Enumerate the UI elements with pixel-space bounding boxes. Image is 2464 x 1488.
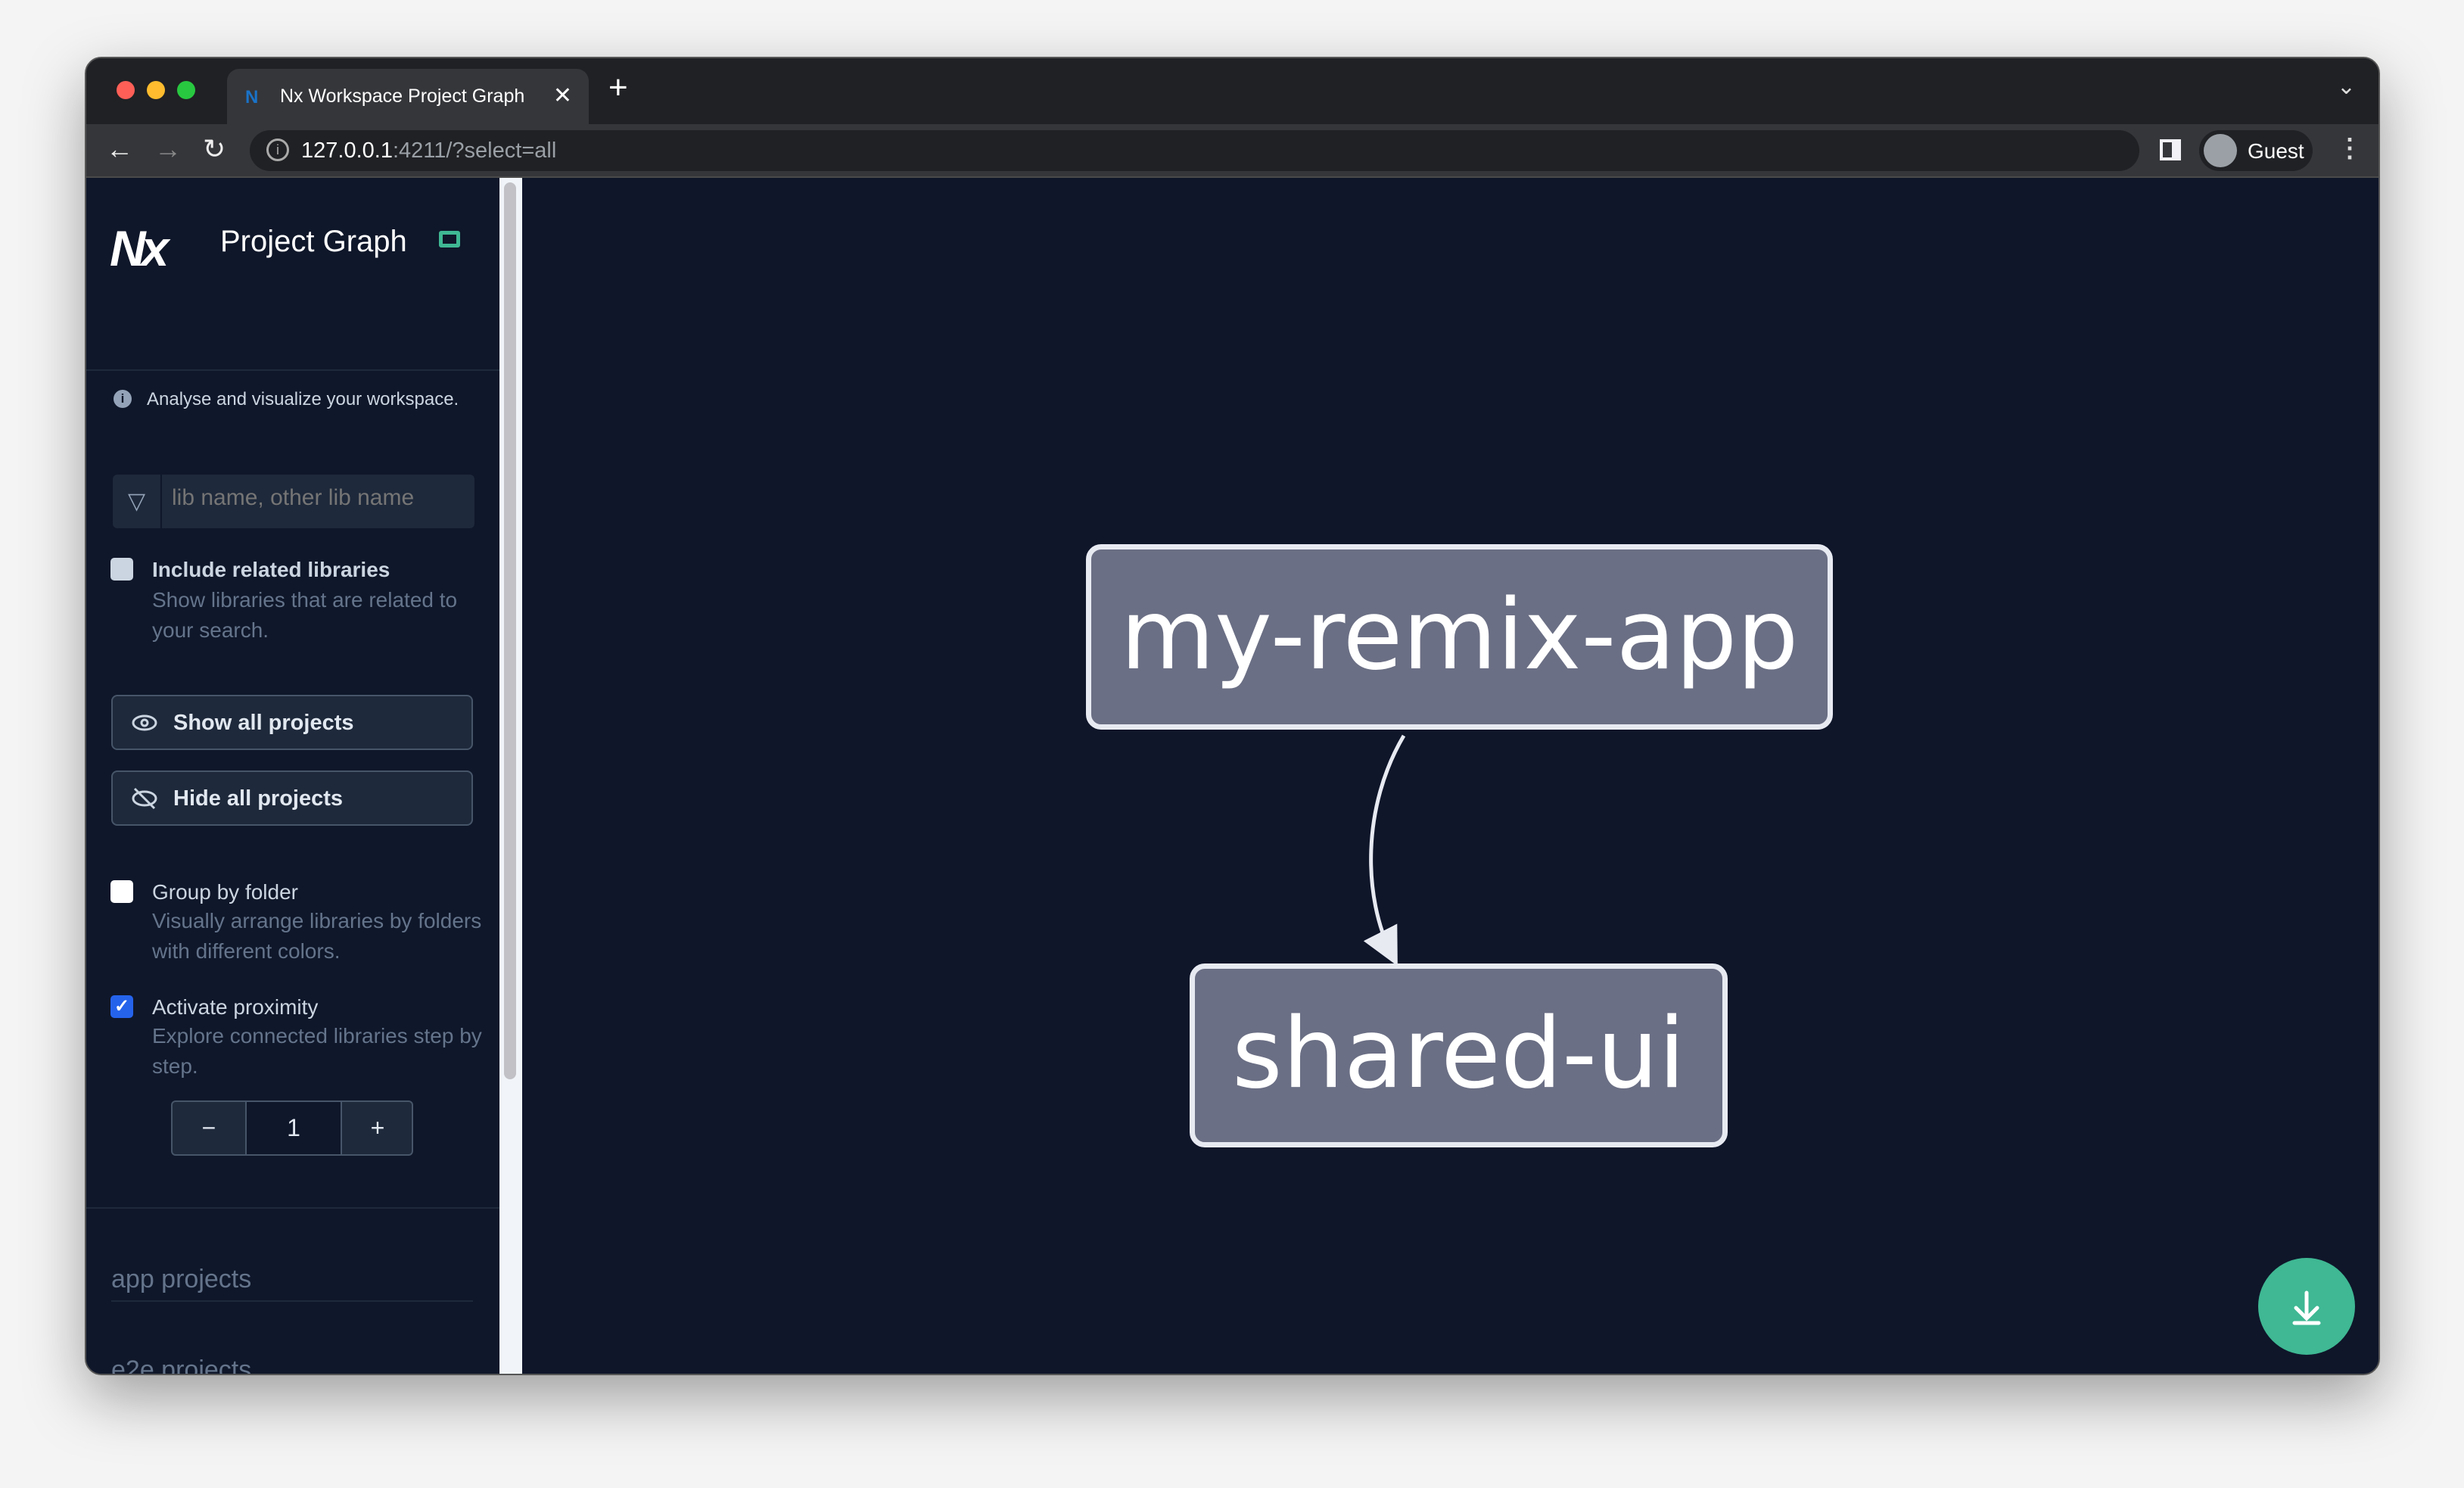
section-app-projects: app projects	[111, 1265, 473, 1302]
group-by-folder-checkbox[interactable]	[110, 880, 133, 903]
section-e2e-projects: e2e projects	[111, 1356, 473, 1374]
show-all-projects-button[interactable]: Show all projects	[111, 695, 473, 750]
eye-icon	[132, 714, 157, 731]
scrollbar-thumb[interactable]	[504, 182, 516, 1079]
close-window-button[interactable]	[117, 81, 135, 99]
eye-off-icon	[132, 787, 157, 810]
forward-icon[interactable]: →	[154, 133, 182, 164]
download-icon	[2292, 1290, 2321, 1325]
address-bar[interactable]: i 127.0.0.1:4211/?select=all	[250, 130, 2139, 171]
nx-favicon-icon: N	[245, 87, 259, 107]
page-title: Project Graph	[220, 225, 407, 258]
browser-toolbar: ← → ↻ i 127.0.0.1:4211/?select=all Guest…	[86, 124, 2378, 178]
activate-proximity-checkbox[interactable]: ✓	[110, 995, 133, 1018]
decrement-button[interactable]: −	[173, 1102, 247, 1154]
reload-icon[interactable]: ↻	[203, 133, 226, 164]
increment-button[interactable]: +	[341, 1102, 413, 1154]
side-panel-icon[interactable]	[2160, 139, 2181, 160]
tab-title: Nx Workspace Project Graph	[280, 86, 525, 107]
dependency-edge	[1363, 734, 1406, 967]
group-by-folder-label: Group by folder	[152, 880, 298, 904]
sidebar: Nx Project Graph i Analyse and visualize…	[86, 178, 499, 1374]
tab-list-chevron-icon[interactable]: ⌄	[2336, 74, 2356, 99]
url-host: 127.0.0.1	[301, 139, 393, 163]
site-info-icon[interactable]: i	[266, 139, 289, 161]
new-tab-button[interactable]: +	[608, 69, 628, 106]
download-button[interactable]	[2258, 1258, 2355, 1355]
activate-proximity-desc: Explore connected libraries step by step…	[152, 1024, 482, 1078]
include-related-label: Include related libraries	[152, 558, 390, 581]
sidebar-scrollbar[interactable]	[499, 178, 522, 1374]
proximity-stepper: − 1 +	[171, 1100, 413, 1156]
project-node-my-remix-app[interactable]: my-remix-app	[1086, 544, 1833, 730]
tab-bar: N Nx Workspace Project Graph ✕ + ⌄	[86, 58, 2378, 124]
graph-canvas[interactable]: my-remix-app shared-ui	[522, 178, 2378, 1374]
browser-tab[interactable]: N Nx Workspace Project Graph ✕	[227, 69, 589, 124]
nx-logo: Nx	[110, 220, 169, 276]
graph-edges	[1363, 734, 1406, 967]
include-related-checkbox[interactable]	[110, 558, 133, 581]
hide-all-projects-button[interactable]: Hide all projects	[111, 770, 473, 826]
info-icon: i	[114, 390, 132, 408]
profile-name: Guest	[2248, 139, 2304, 163]
filter-icon: ▽	[113, 475, 162, 528]
activate-proximity-label: Activate proximity	[152, 995, 319, 1019]
close-tab-icon[interactable]: ✕	[552, 83, 572, 108]
back-icon[interactable]: ←	[106, 133, 133, 164]
monitor-icon[interactable]	[439, 231, 460, 247]
profile-button[interactable]: Guest	[2199, 130, 2313, 171]
menu-kebab-icon[interactable]: ⋮	[2337, 134, 2363, 163]
search-input[interactable]	[172, 485, 459, 511]
divider	[86, 1207, 499, 1209]
include-related-desc: Show libraries that are related to your …	[152, 588, 458, 642]
hide-all-label: Hide all projects	[173, 786, 344, 811]
browser-window: N Nx Workspace Project Graph ✕ + ⌄ ← → ↻…	[85, 57, 2380, 1375]
show-all-label: Show all projects	[173, 711, 354, 735]
minimize-window-button[interactable]	[147, 81, 165, 99]
project-node-shared-ui[interactable]: shared-ui	[1190, 963, 1728, 1147]
search-field[interactable]: ▽	[113, 475, 474, 528]
info-text: Analyse and visualize your workspace.	[147, 389, 459, 409]
group-by-folder-desc: Visually arrange libraries by folders wi…	[152, 909, 482, 963]
avatar-icon	[2204, 134, 2237, 167]
url-path: :4211/?select=all	[392, 139, 557, 163]
divider	[86, 369, 499, 371]
proximity-value[interactable]: 1	[247, 1102, 341, 1154]
maximize-window-button[interactable]	[177, 81, 195, 99]
